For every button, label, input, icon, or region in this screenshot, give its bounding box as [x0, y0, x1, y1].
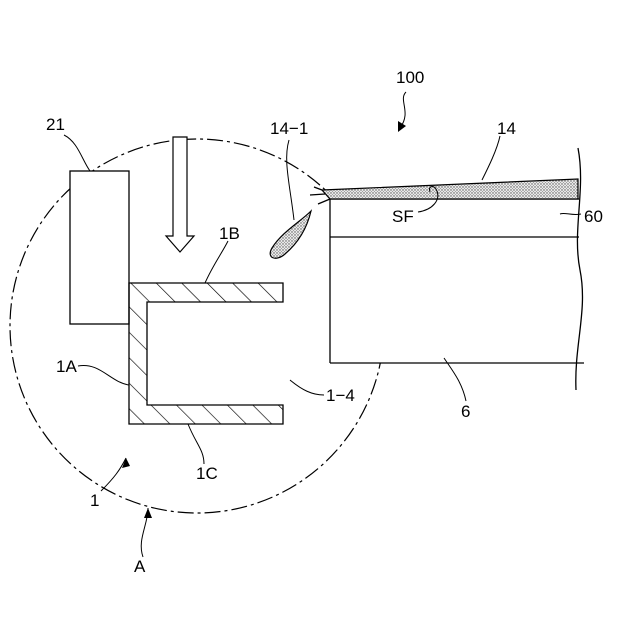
label-1c: 1C — [196, 464, 218, 483]
arrowhead-100 — [398, 121, 406, 132]
part-6-box — [330, 199, 584, 363]
label-1: 1 — [90, 491, 99, 510]
down-arrow-icon — [166, 137, 194, 252]
leader-6 — [444, 358, 466, 401]
label-a: A — [134, 557, 146, 576]
label-14: 14 — [497, 119, 516, 138]
label-21: 21 — [46, 115, 65, 134]
part-21-block — [70, 171, 129, 324]
leader-100 — [400, 92, 406, 128]
label-14-1: 14−1 — [270, 119, 308, 138]
label-100: 100 — [396, 68, 424, 87]
leader-14 — [482, 136, 500, 180]
leader-1b — [205, 241, 228, 283]
arrowhead-a — [144, 508, 152, 518]
label-sf: SF — [392, 207, 414, 226]
droplet-14-1 — [270, 211, 311, 258]
label-1-4: 1−4 — [326, 386, 355, 405]
label-60: 60 — [584, 207, 603, 226]
label-1a: 1A — [56, 357, 77, 376]
leader-1c — [188, 424, 204, 464]
leader-1-4 — [290, 380, 324, 395]
leader-1 — [101, 458, 126, 491]
label-1b: 1B — [219, 224, 240, 243]
part-14-film — [322, 179, 578, 199]
leader-14-1 — [287, 140, 294, 220]
part-1-channel — [129, 283, 283, 424]
leader-21 — [64, 135, 90, 171]
label-6: 6 — [461, 402, 470, 421]
leader-1a — [78, 365, 129, 385]
